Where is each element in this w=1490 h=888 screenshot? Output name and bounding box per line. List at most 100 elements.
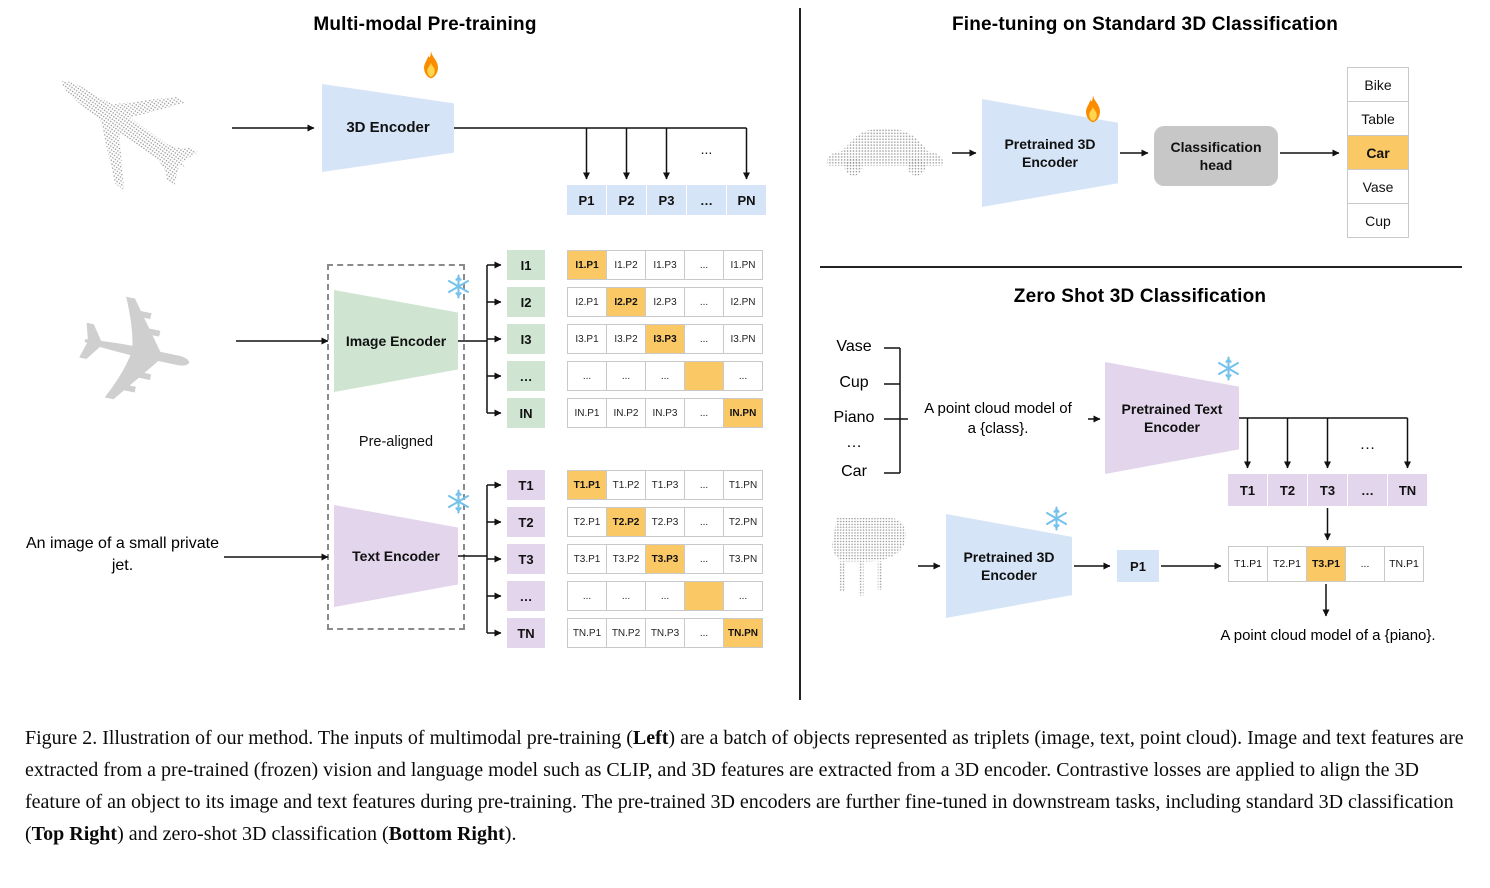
input-text: An image of a small private jet. xyxy=(26,535,219,575)
text-feature-labels: T1 T2 T3 … TN xyxy=(507,470,545,648)
feature-cell: T3 xyxy=(507,544,545,574)
matrix-cell: I3.P3 xyxy=(645,324,685,354)
p-header-cell: P2 xyxy=(607,185,646,215)
pretrained-3d-encoder-label: Pretrained 3D Encoder xyxy=(963,548,1055,583)
t-matrix-row: T1.P1 T1.P2 T1.P3 ... T1.PN xyxy=(567,470,763,500)
matrix-cell: ... xyxy=(645,361,685,391)
prealigned-label: Pre-aligned xyxy=(358,434,434,450)
left-section-title: Multi-modal Pre-training xyxy=(313,14,537,35)
matrix-cell: T1.P3 xyxy=(645,470,685,500)
feature-cell: … xyxy=(507,581,545,611)
piano-pointcloud-image xyxy=(832,517,907,596)
i-matrix-row: I1.P1 I1.P2 I1.P3 ... I1.PN xyxy=(567,250,763,280)
caption-segment: ). xyxy=(504,823,517,845)
matrix-cell: T1.P2 xyxy=(606,470,646,500)
feature-cell: TN xyxy=(507,618,545,648)
matrix-cell: I1.P2 xyxy=(606,250,646,280)
t-matrix-row: T2.P1 T2.P2 T2.P3 ... T2.PN xyxy=(567,507,763,537)
i-matrix-row: IN.P1 IN.P2 IN.P3 ... IN.PN xyxy=(567,398,763,428)
matrix-cell: IN.P2 xyxy=(606,398,646,428)
matrix-cell: TN.P3 xyxy=(645,618,685,648)
airplane-photo: ✈ xyxy=(55,256,215,454)
t-header-cell: T1 xyxy=(1228,474,1267,506)
matrix-cell: T1.PN xyxy=(723,470,763,500)
prompt-line-2: a {class}. xyxy=(967,420,1029,438)
matrix-cell: I2.P3 xyxy=(645,287,685,317)
class-cell: Bike xyxy=(1347,67,1409,102)
matrix-cell: T3.PN xyxy=(723,544,763,574)
class-word: … xyxy=(846,434,862,451)
p-header-cell: … xyxy=(687,185,726,215)
matrix-cell: I3.PN xyxy=(723,324,763,354)
fire-icon xyxy=(424,51,438,79)
matrix-cell: ... xyxy=(684,324,724,354)
matrix-cell: T2.P3 xyxy=(645,507,685,537)
feature-cell: I1 xyxy=(507,250,545,280)
matrix-cell: I1.P1 xyxy=(567,250,607,280)
vertical-divider xyxy=(799,8,801,700)
matrix-cell: TN.P2 xyxy=(606,618,646,648)
feature-cell: I2 xyxy=(507,287,545,317)
result-cell: ... xyxy=(1345,546,1385,582)
class-word: Car xyxy=(841,463,867,480)
snowflake-icon xyxy=(1217,356,1240,381)
class-cell: Table xyxy=(1347,101,1409,136)
image-feature-labels: I1 I2 I3 … IN xyxy=(507,250,545,428)
bottom-right-section-title: Zero Shot 3D Classification xyxy=(1013,286,1267,307)
matrix-cell: ... xyxy=(684,287,724,317)
matrix-cell: T2.P2 xyxy=(606,507,646,537)
class-cell-selected: Car xyxy=(1347,135,1409,170)
classification-head: Classification head xyxy=(1154,126,1278,186)
snowflake-icon xyxy=(1045,506,1068,531)
t-matrix-row: T3.P1 T3.P2 T3.P3 ... T3.PN xyxy=(567,544,763,574)
prompt-line-1: A point cloud model of xyxy=(924,400,1072,417)
i-matrix-row: I3.P1 I3.P2 I3.P3 ... I3.PN xyxy=(567,324,763,354)
matrix-cell: I1.PN xyxy=(723,250,763,280)
caption-bold-left: Left xyxy=(632,727,669,749)
caption-segment: Figure 2. Illustration of our method. Th… xyxy=(25,727,633,749)
matrix-cell: ... xyxy=(567,361,607,391)
class-list: Bike Table Car Vase Cup xyxy=(1347,67,1409,238)
matrix-cell: I2.P2 xyxy=(606,287,646,317)
encoder-3d-label: 3D Encoder xyxy=(346,119,430,137)
matrix-cell: T1.P1 xyxy=(567,470,607,500)
similarity-result-row: T1.P1 T2.P1 T3.P1 ... TN.P1 xyxy=(1228,546,1424,582)
t-matrix-row: TN.P1 TN.P2 TN.P3 ... TN.PN xyxy=(567,618,763,648)
car-pointcloud-image xyxy=(827,128,943,176)
matrix-cell: TN.P1 xyxy=(567,618,607,648)
feature-cell: … xyxy=(507,361,545,391)
encoder-3d: 3D Encoder xyxy=(322,84,454,172)
result-cell-selected: T3.P1 xyxy=(1306,546,1346,582)
matrix-cell: T3.P1 xyxy=(567,544,607,574)
figure-caption: Figure 2. Illustration of our method. Th… xyxy=(25,722,1467,850)
matrix-cell: ... xyxy=(684,398,724,428)
matrix-cell: T3.P2 xyxy=(606,544,646,574)
t-feature-header: T1 T2 T3 … TN xyxy=(1228,474,1427,506)
prealigned-box xyxy=(327,264,465,630)
snowflake-icon xyxy=(447,489,470,514)
matrix-cell: ... xyxy=(684,507,724,537)
feature-cell: I3 xyxy=(507,324,545,354)
t-header-cell: TN xyxy=(1388,474,1427,506)
p-header-cell: PN xyxy=(727,185,766,215)
i-matrix-row: ... ... ... ... xyxy=(567,361,763,391)
pretrained-3d-encoder-label: Pretrained 3D Encoder xyxy=(1004,135,1096,170)
p-header-cell: P1 xyxy=(567,185,606,215)
p-feature-header: P1 P2 P3 … PN xyxy=(567,185,766,215)
matrix-cell: ... xyxy=(684,250,724,280)
airplane-pointcloud-image xyxy=(61,81,198,190)
result-cell: T1.P1 xyxy=(1228,546,1268,582)
i-matrix-row: I2.P1 I2.P2 I2.P3 ... I2.PN xyxy=(567,287,763,317)
p-header-cell: P3 xyxy=(647,185,686,215)
feature-cell: T2 xyxy=(507,507,545,537)
feature-cell: IN xyxy=(507,398,545,428)
matrix-cell xyxy=(684,361,724,391)
matrix-cell: T2.PN xyxy=(723,507,763,537)
caption-segment: ) and zero-shot 3D classification ( xyxy=(117,823,389,845)
ellipsis-decoration: … xyxy=(1359,436,1376,453)
class-cell: Cup xyxy=(1347,203,1409,238)
matrix-cell: I3.P1 xyxy=(567,324,607,354)
matrix-cell: I1.P3 xyxy=(645,250,685,280)
matrix-cell: TN.PN xyxy=(723,618,763,648)
